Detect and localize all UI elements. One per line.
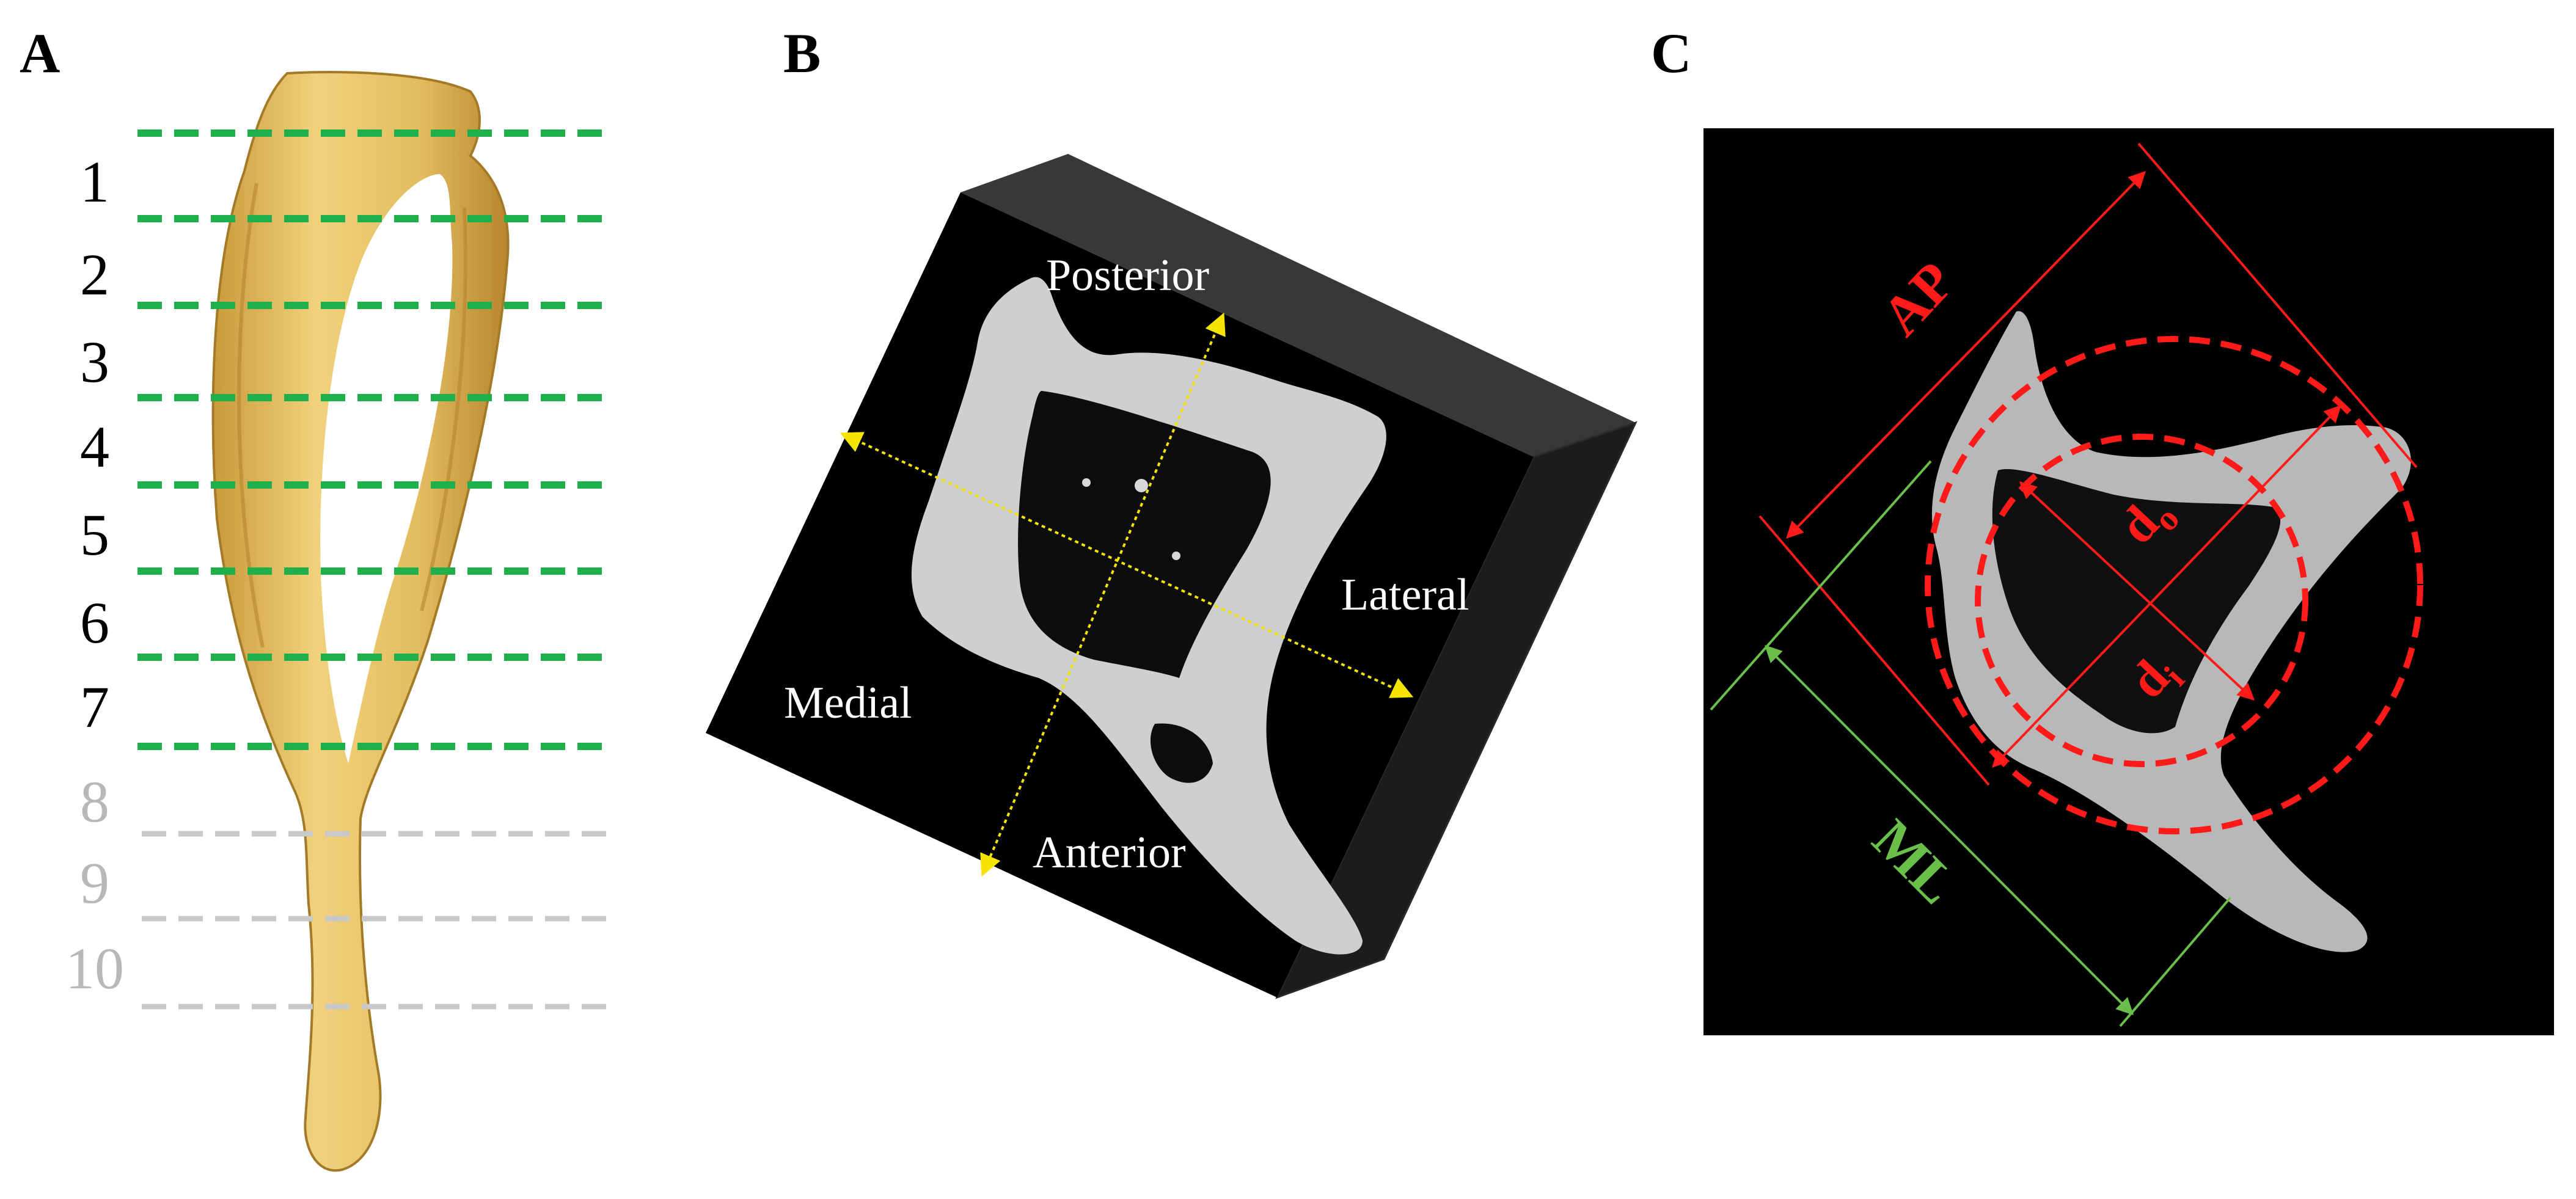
marrow-dot-b-3 xyxy=(1172,552,1180,560)
section-label-1: 1 xyxy=(80,149,109,214)
section-label-8: 8 xyxy=(80,769,109,834)
panel-b: B Posterior Lateral Medial Anterior xyxy=(706,22,1637,999)
label-lateral: Lateral xyxy=(1341,570,1469,620)
marrow-dot-b-2 xyxy=(1082,478,1091,487)
section-label-5: 5 xyxy=(80,502,109,567)
axis-medial-lateral xyxy=(840,432,1414,698)
section-label-9: 9 xyxy=(80,850,109,916)
marrow-dot-b xyxy=(1135,479,1148,492)
axis-posterior-anterior xyxy=(980,312,1226,877)
section-label-6: 6 xyxy=(80,590,109,655)
ml-extension-line-top xyxy=(1710,460,1932,711)
panel-c: C AP do di ML xyxy=(1651,22,2554,1035)
ml-measurement xyxy=(1710,460,2231,1027)
gray-section-lines xyxy=(142,831,608,1010)
section-label-10: 10 xyxy=(65,936,124,1001)
section-numbers: 1 2 3 4 5 6 7 8 9 10 xyxy=(65,149,124,1001)
panel-a: A 1 2 3 xyxy=(20,22,608,1172)
section-label-3: 3 xyxy=(80,329,109,395)
section-label-2: 2 xyxy=(80,242,109,307)
ml-extension-line-bottom xyxy=(2119,897,2231,1027)
section-label-7: 7 xyxy=(80,674,109,740)
ml-dimension-line xyxy=(1765,645,2134,1015)
ap-dimension-line xyxy=(1786,170,2146,539)
ap-extension-line-top xyxy=(2137,142,2418,468)
outer-circle xyxy=(1925,336,2423,834)
label-posterior: Posterior xyxy=(1046,250,1209,301)
panel-b-letter: B xyxy=(783,22,821,84)
panel-a-letter: A xyxy=(20,22,60,84)
panel-c-letter: C xyxy=(1651,22,1691,84)
green-section-lines xyxy=(137,129,602,750)
block-top-face xyxy=(961,154,1636,457)
di-line xyxy=(2019,481,2255,701)
bone-gap xyxy=(320,174,453,763)
axes-b xyxy=(840,312,1414,877)
label-anterior: Anterior xyxy=(1033,828,1186,878)
bone-shading xyxy=(237,183,467,648)
label-medial: Medial xyxy=(784,678,912,728)
bone-illustration xyxy=(211,71,510,1172)
section-label-4: 4 xyxy=(80,414,109,479)
